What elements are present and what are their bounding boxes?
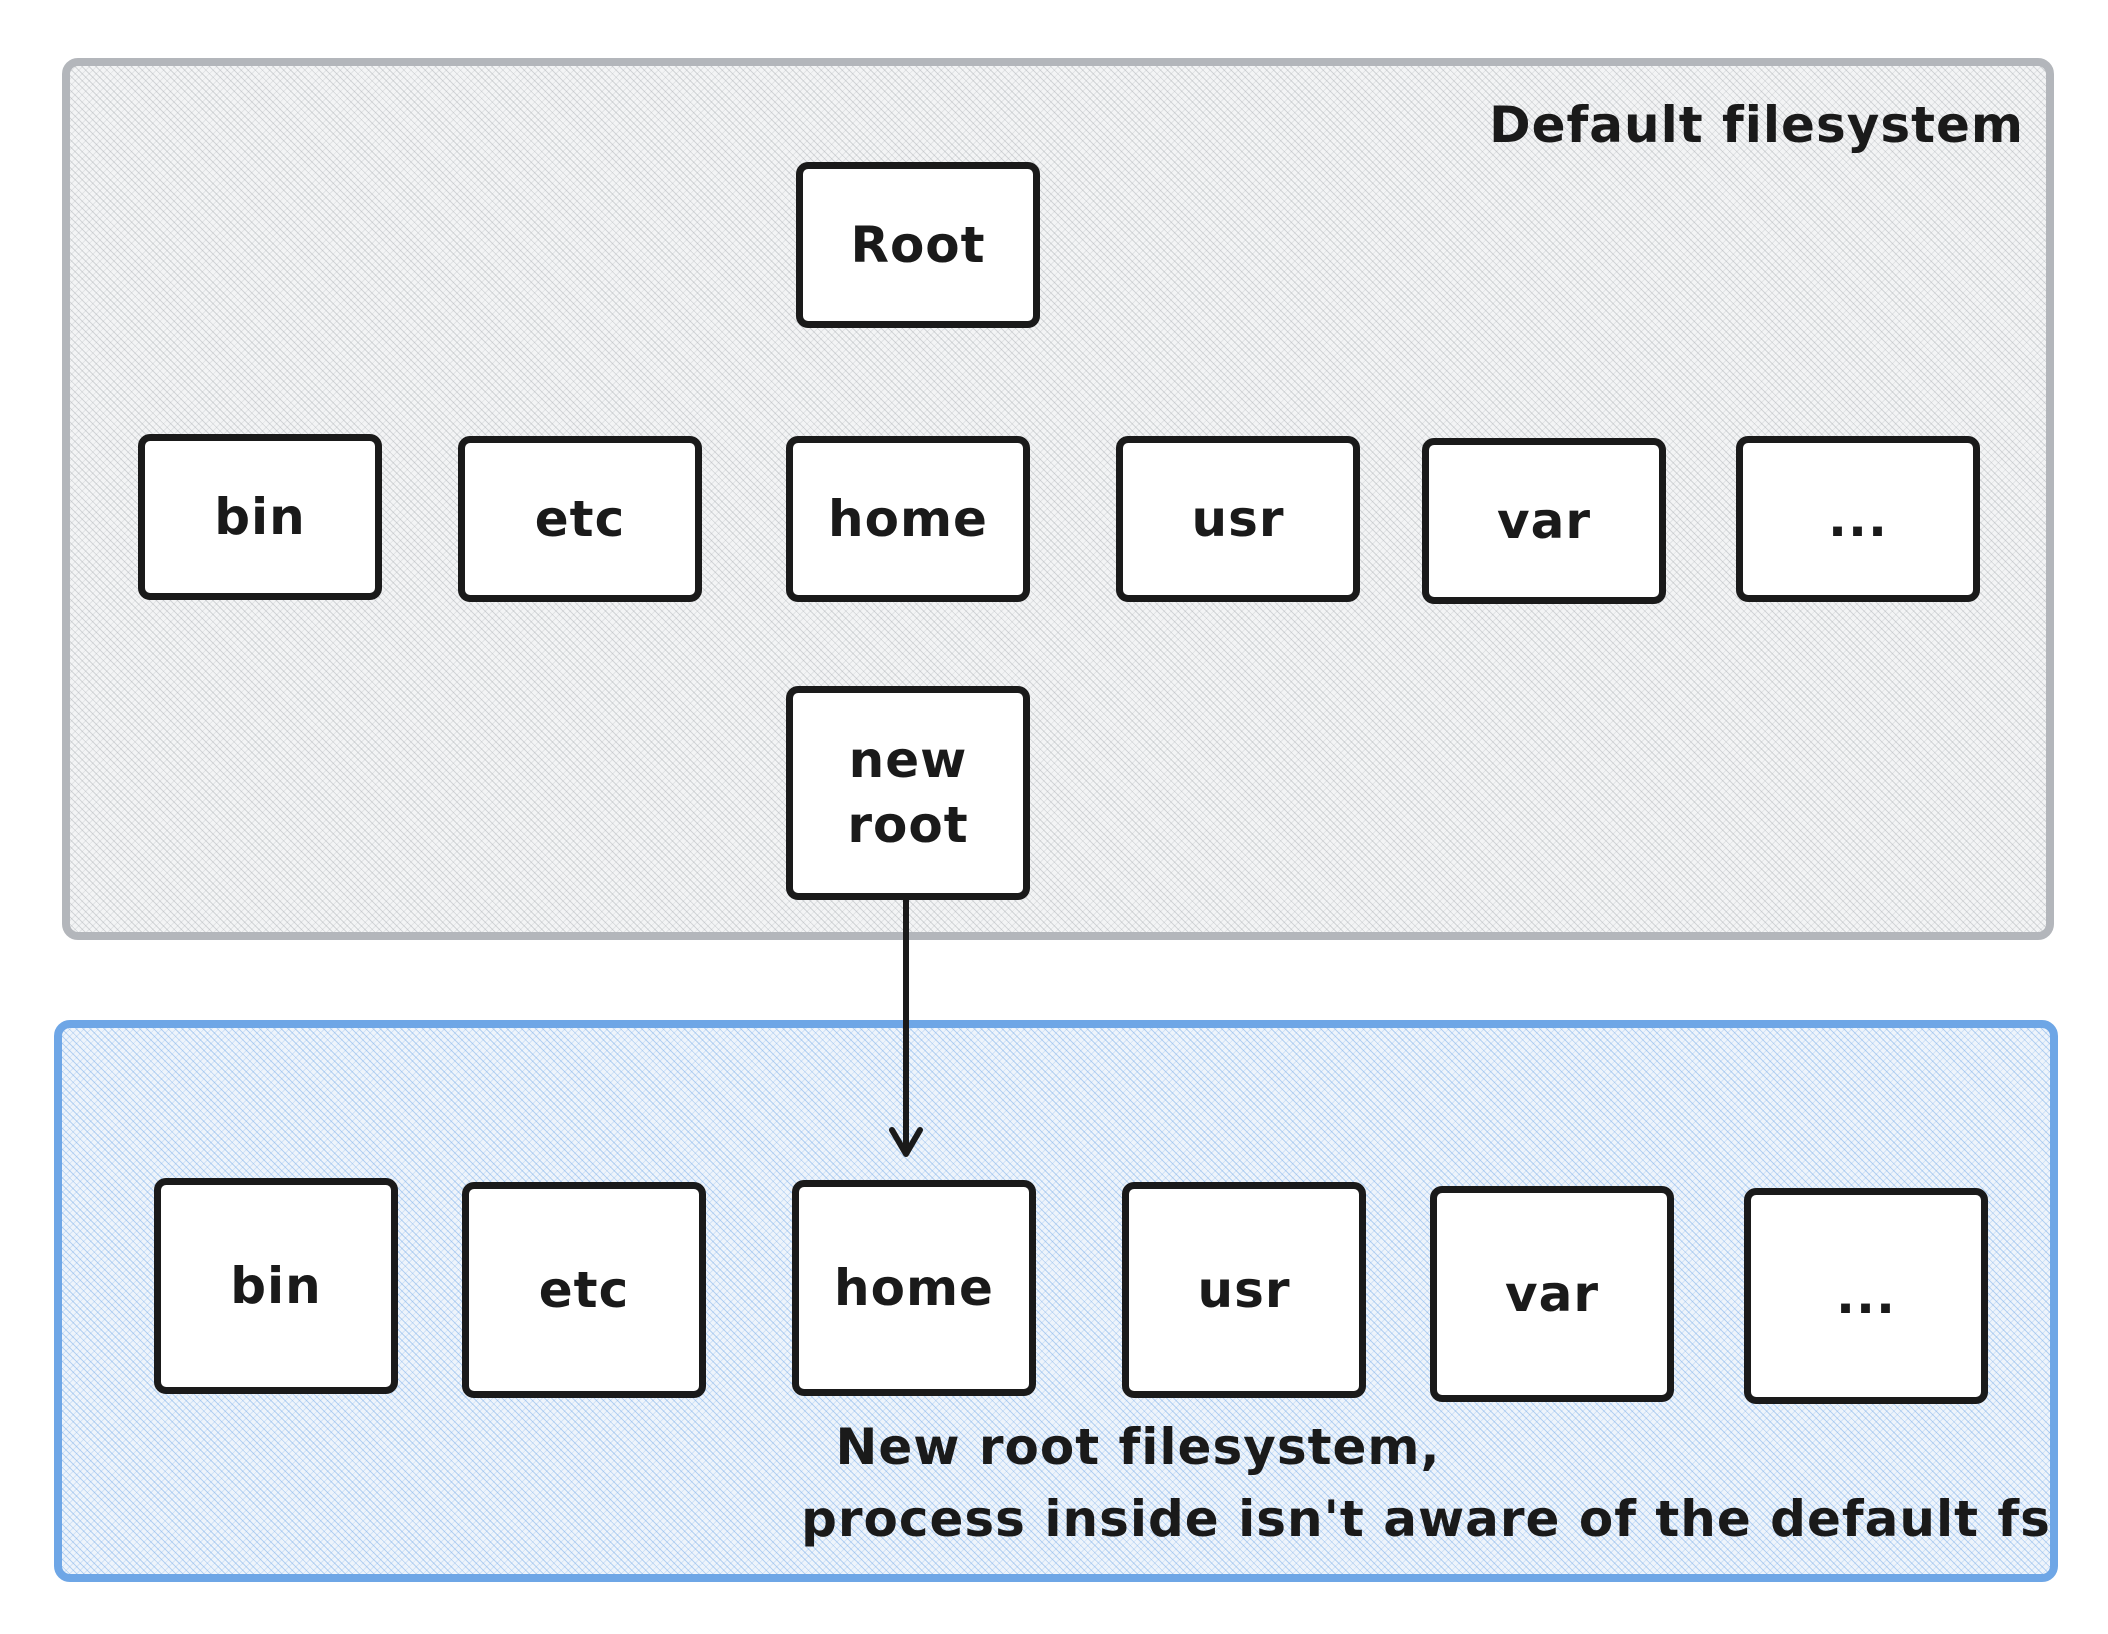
new-folder-etc: etc [462,1182,706,1398]
default-folder-var: var [1422,438,1666,604]
default-filesystem-label: Default filesystem [1489,96,2024,154]
default-folder-more: ... [1736,436,1980,602]
new-root-filesystem-label: New root filesystem, [835,1418,1441,1476]
new-folder-more: ... [1744,1188,1988,1404]
default-folder-usr: usr [1116,436,1360,602]
default-folder-bin: bin [138,434,382,600]
new-folder-var: var [1430,1186,1674,1402]
new-root-node: new root [786,686,1030,900]
default-folder-home: home [786,436,1030,602]
new-folder-bin: bin [154,1178,398,1394]
default-filesystem-region: Default filesystem [62,58,2054,940]
root-node: Root [796,162,1040,328]
new-root-filesystem-description: process inside isn't aware of the defaul… [801,1490,2051,1548]
new-folder-home: home [792,1180,1036,1396]
new-folder-usr: usr [1122,1182,1366,1398]
default-folder-etc: etc [458,436,702,602]
